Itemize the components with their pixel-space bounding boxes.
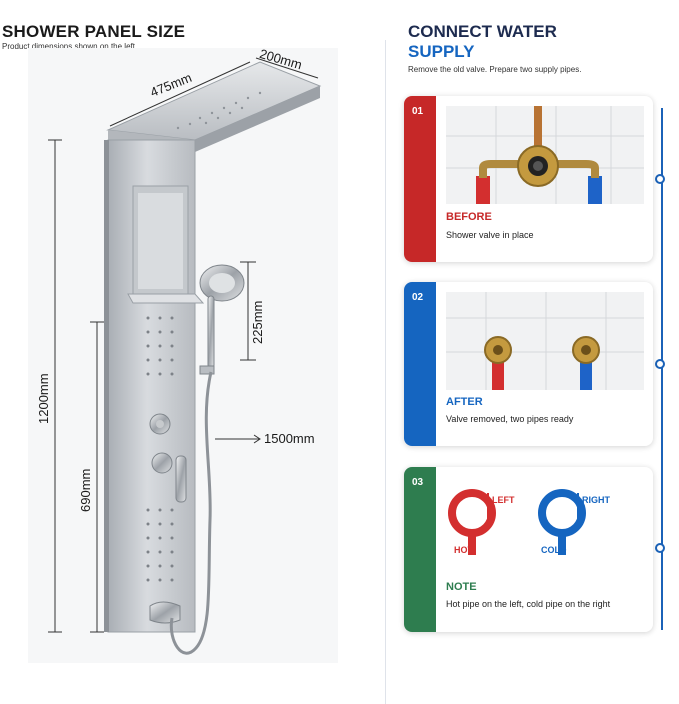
step-label: NOTE bbox=[446, 581, 477, 593]
shower-hose bbox=[169, 371, 213, 655]
before-valve-photo bbox=[446, 106, 644, 204]
shower-panel-illustration bbox=[28, 48, 338, 663]
dim-hose-label: 1500mm bbox=[264, 431, 315, 446]
step-number: 01 bbox=[412, 106, 424, 117]
timeline-dot bbox=[655, 359, 665, 369]
panel-size-title: SHOWER PANEL SIZE bbox=[2, 22, 186, 41]
shelf bbox=[127, 293, 205, 304]
step-description: Shower valve in place bbox=[446, 230, 534, 240]
tub-spout bbox=[149, 601, 181, 624]
step-card-after: 02 AFTER Valve removed, two pipes ready bbox=[404, 282, 653, 446]
section-divider bbox=[385, 40, 386, 704]
step-card-note: 03 LEFT RIGHT HOT COLD NOTE Hot pipe on … bbox=[404, 467, 653, 632]
step-card-before: 01 BEFORE Shower valve in place bbox=[404, 96, 653, 262]
step-number: 03 bbox=[412, 477, 424, 488]
timeline-dot bbox=[655, 174, 665, 184]
step-stripe bbox=[404, 467, 436, 632]
left-label: LEFT bbox=[492, 495, 515, 505]
step-label: AFTER bbox=[446, 396, 483, 408]
mixer-handle bbox=[175, 455, 187, 503]
dim-height-label: 1200mm bbox=[36, 373, 51, 424]
timeline-dot bbox=[655, 543, 665, 553]
right-label: RIGHT bbox=[582, 495, 610, 505]
step-label: BEFORE bbox=[446, 211, 492, 223]
step-number: 02 bbox=[412, 292, 424, 303]
step-stripe bbox=[404, 282, 436, 446]
dim-lower-height-label: 690mm bbox=[78, 468, 93, 512]
dim-shelf-label: 225mm bbox=[250, 300, 265, 344]
step-description: Hot pipe on the left, cold pipe on the r… bbox=[446, 599, 611, 609]
step-stripe bbox=[404, 96, 436, 262]
pipe-orientation-diagram bbox=[446, 477, 644, 575]
connect-water-title: CONNECT WATER SUPPLY bbox=[408, 22, 557, 62]
timeline-line bbox=[661, 108, 663, 630]
step-description: Valve removed, two pipes ready bbox=[446, 414, 574, 424]
title-line-2: SUPPLY bbox=[408, 42, 475, 61]
title-line-1: CONNECT WATER bbox=[408, 22, 557, 41]
panel-size-subtitle: Product dimensions shown on the left bbox=[2, 42, 135, 51]
hot-label: HOT bbox=[454, 545, 473, 555]
cold-label: COLD bbox=[541, 545, 567, 555]
after-pipes-photo bbox=[446, 292, 644, 390]
connect-water-subtitle: Remove the old valve. Prepare two supply… bbox=[408, 65, 582, 74]
